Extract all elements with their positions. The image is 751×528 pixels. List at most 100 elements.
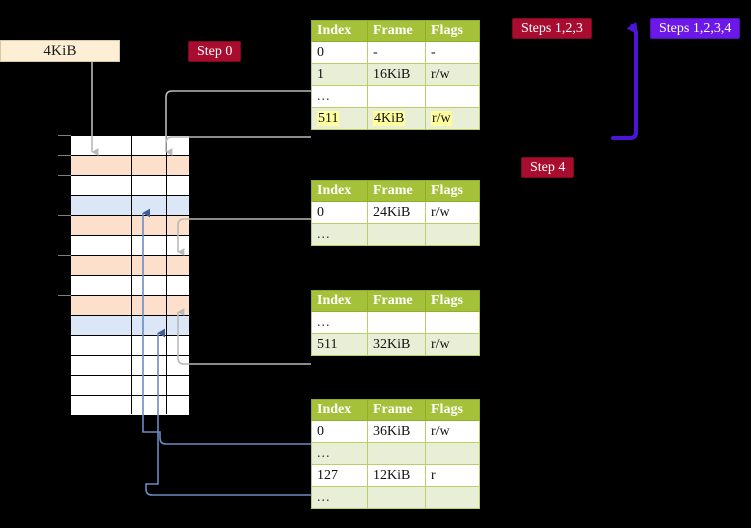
size-box-label: 4KiB	[43, 43, 77, 59]
table-cell-flags	[425, 442, 480, 465]
table-cell-index: ...	[311, 486, 368, 509]
table-cell-frame	[367, 311, 426, 334]
memory-row	[71, 156, 189, 176]
table-cell-frame	[367, 442, 426, 465]
column-header-frame: Frame	[367, 290, 426, 312]
table-cell-flags	[425, 85, 480, 108]
table-cell-frame: -	[367, 41, 426, 64]
memory-row	[71, 316, 189, 336]
memory-tick	[58, 155, 71, 156]
badge-steps-1234: Steps 1,2,3,4	[650, 18, 741, 39]
memory-row	[71, 236, 189, 256]
table-cell-frame: 32KiB	[367, 333, 426, 356]
memory-column-divider	[131, 136, 132, 414]
table-cell-frame	[367, 85, 426, 108]
column-header-frame: Frame	[367, 180, 426, 202]
table-cell-frame	[367, 223, 426, 246]
column-header-flags: Flags	[425, 399, 480, 421]
physical-memory-column	[70, 135, 190, 416]
column-header-index: Index	[311, 20, 368, 42]
memory-row	[71, 336, 189, 356]
memory-tick	[58, 215, 71, 216]
memory-row	[71, 176, 189, 196]
table-cell-index: 127	[311, 464, 368, 487]
wire-pml4-row1	[165, 90, 311, 140]
table-cell-frame	[367, 486, 426, 509]
memory-row	[71, 396, 189, 416]
table-cell-flags: r/w	[425, 63, 480, 86]
column-header-flags: Flags	[425, 20, 480, 42]
table-cell-flags: r/w	[425, 333, 480, 356]
table-cell-index: ...	[311, 223, 368, 246]
memory-row	[71, 196, 189, 216]
memory-row	[71, 356, 189, 376]
size-box-4kib: 4KiB	[0, 40, 120, 62]
badge-steps-123: Steps 1,2,3	[512, 18, 592, 39]
table-cell-flags: r	[425, 464, 480, 487]
table-row: ...	[311, 311, 480, 334]
column-header-index: Index	[311, 180, 368, 202]
table-cell-index: 511	[311, 107, 368, 130]
column-header-flags: Flags	[425, 180, 480, 202]
memory-tick	[58, 255, 71, 256]
table-cell-index: 0	[311, 201, 368, 224]
table-cell-flags: r/w	[425, 201, 480, 224]
memory-tick	[58, 295, 71, 296]
table-row: 0--	[311, 41, 480, 64]
badge-step-0: Step 0	[188, 41, 242, 62]
violet-bracket-arrow	[611, 22, 638, 140]
table-row: ...	[311, 486, 480, 509]
table-cell-index: 0	[311, 41, 368, 64]
memory-tick	[58, 135, 71, 136]
memory-tick	[58, 175, 71, 176]
memory-row	[71, 256, 189, 276]
table-cell-flags: r/w	[425, 107, 480, 130]
wire-pdpt-to-memory	[177, 218, 311, 256]
table-cell-flags	[425, 486, 480, 509]
table-cell-frame: 16KiB	[367, 63, 426, 86]
column-header-flags: Flags	[425, 290, 480, 312]
table-row: ...	[311, 223, 480, 246]
table-cell-index: ...	[311, 311, 368, 334]
badge-step-4: Step 4	[521, 157, 575, 178]
table-cell-flags	[425, 311, 480, 334]
memory-row	[71, 376, 189, 396]
column-header-frame: Frame	[367, 399, 426, 421]
table-cell-frame: 24KiB	[367, 201, 426, 224]
table-row: ...	[311, 85, 480, 108]
memory-row	[71, 216, 189, 236]
badge-step-0-label: Step 0	[197, 44, 233, 59]
column-header-index: Index	[311, 290, 368, 312]
badge-steps-123-label: Steps 1,2,3	[521, 21, 583, 36]
table-cell-flags	[425, 223, 480, 246]
memory-row	[71, 296, 189, 316]
column-header-index: Index	[311, 399, 368, 421]
badge-step-4-label: Step 4	[530, 160, 566, 175]
table-row: ...	[311, 442, 480, 465]
memory-column-divider	[166, 136, 167, 414]
table-cell-index: 1	[311, 63, 368, 86]
table-cell-frame: 36KiB	[367, 420, 426, 443]
table-cell-index: 511	[311, 333, 368, 356]
badge-steps-1234-label: Steps 1,2,3,4	[659, 21, 732, 36]
table-cell-index: ...	[311, 442, 368, 465]
memory-row	[71, 136, 189, 156]
wire-pd-to-memory	[177, 308, 311, 365]
table-cell-flags: r/w	[425, 420, 480, 443]
table-cell-frame: 4KiB	[367, 107, 426, 130]
table-cell-index: ...	[311, 85, 368, 108]
memory-row	[71, 276, 189, 296]
